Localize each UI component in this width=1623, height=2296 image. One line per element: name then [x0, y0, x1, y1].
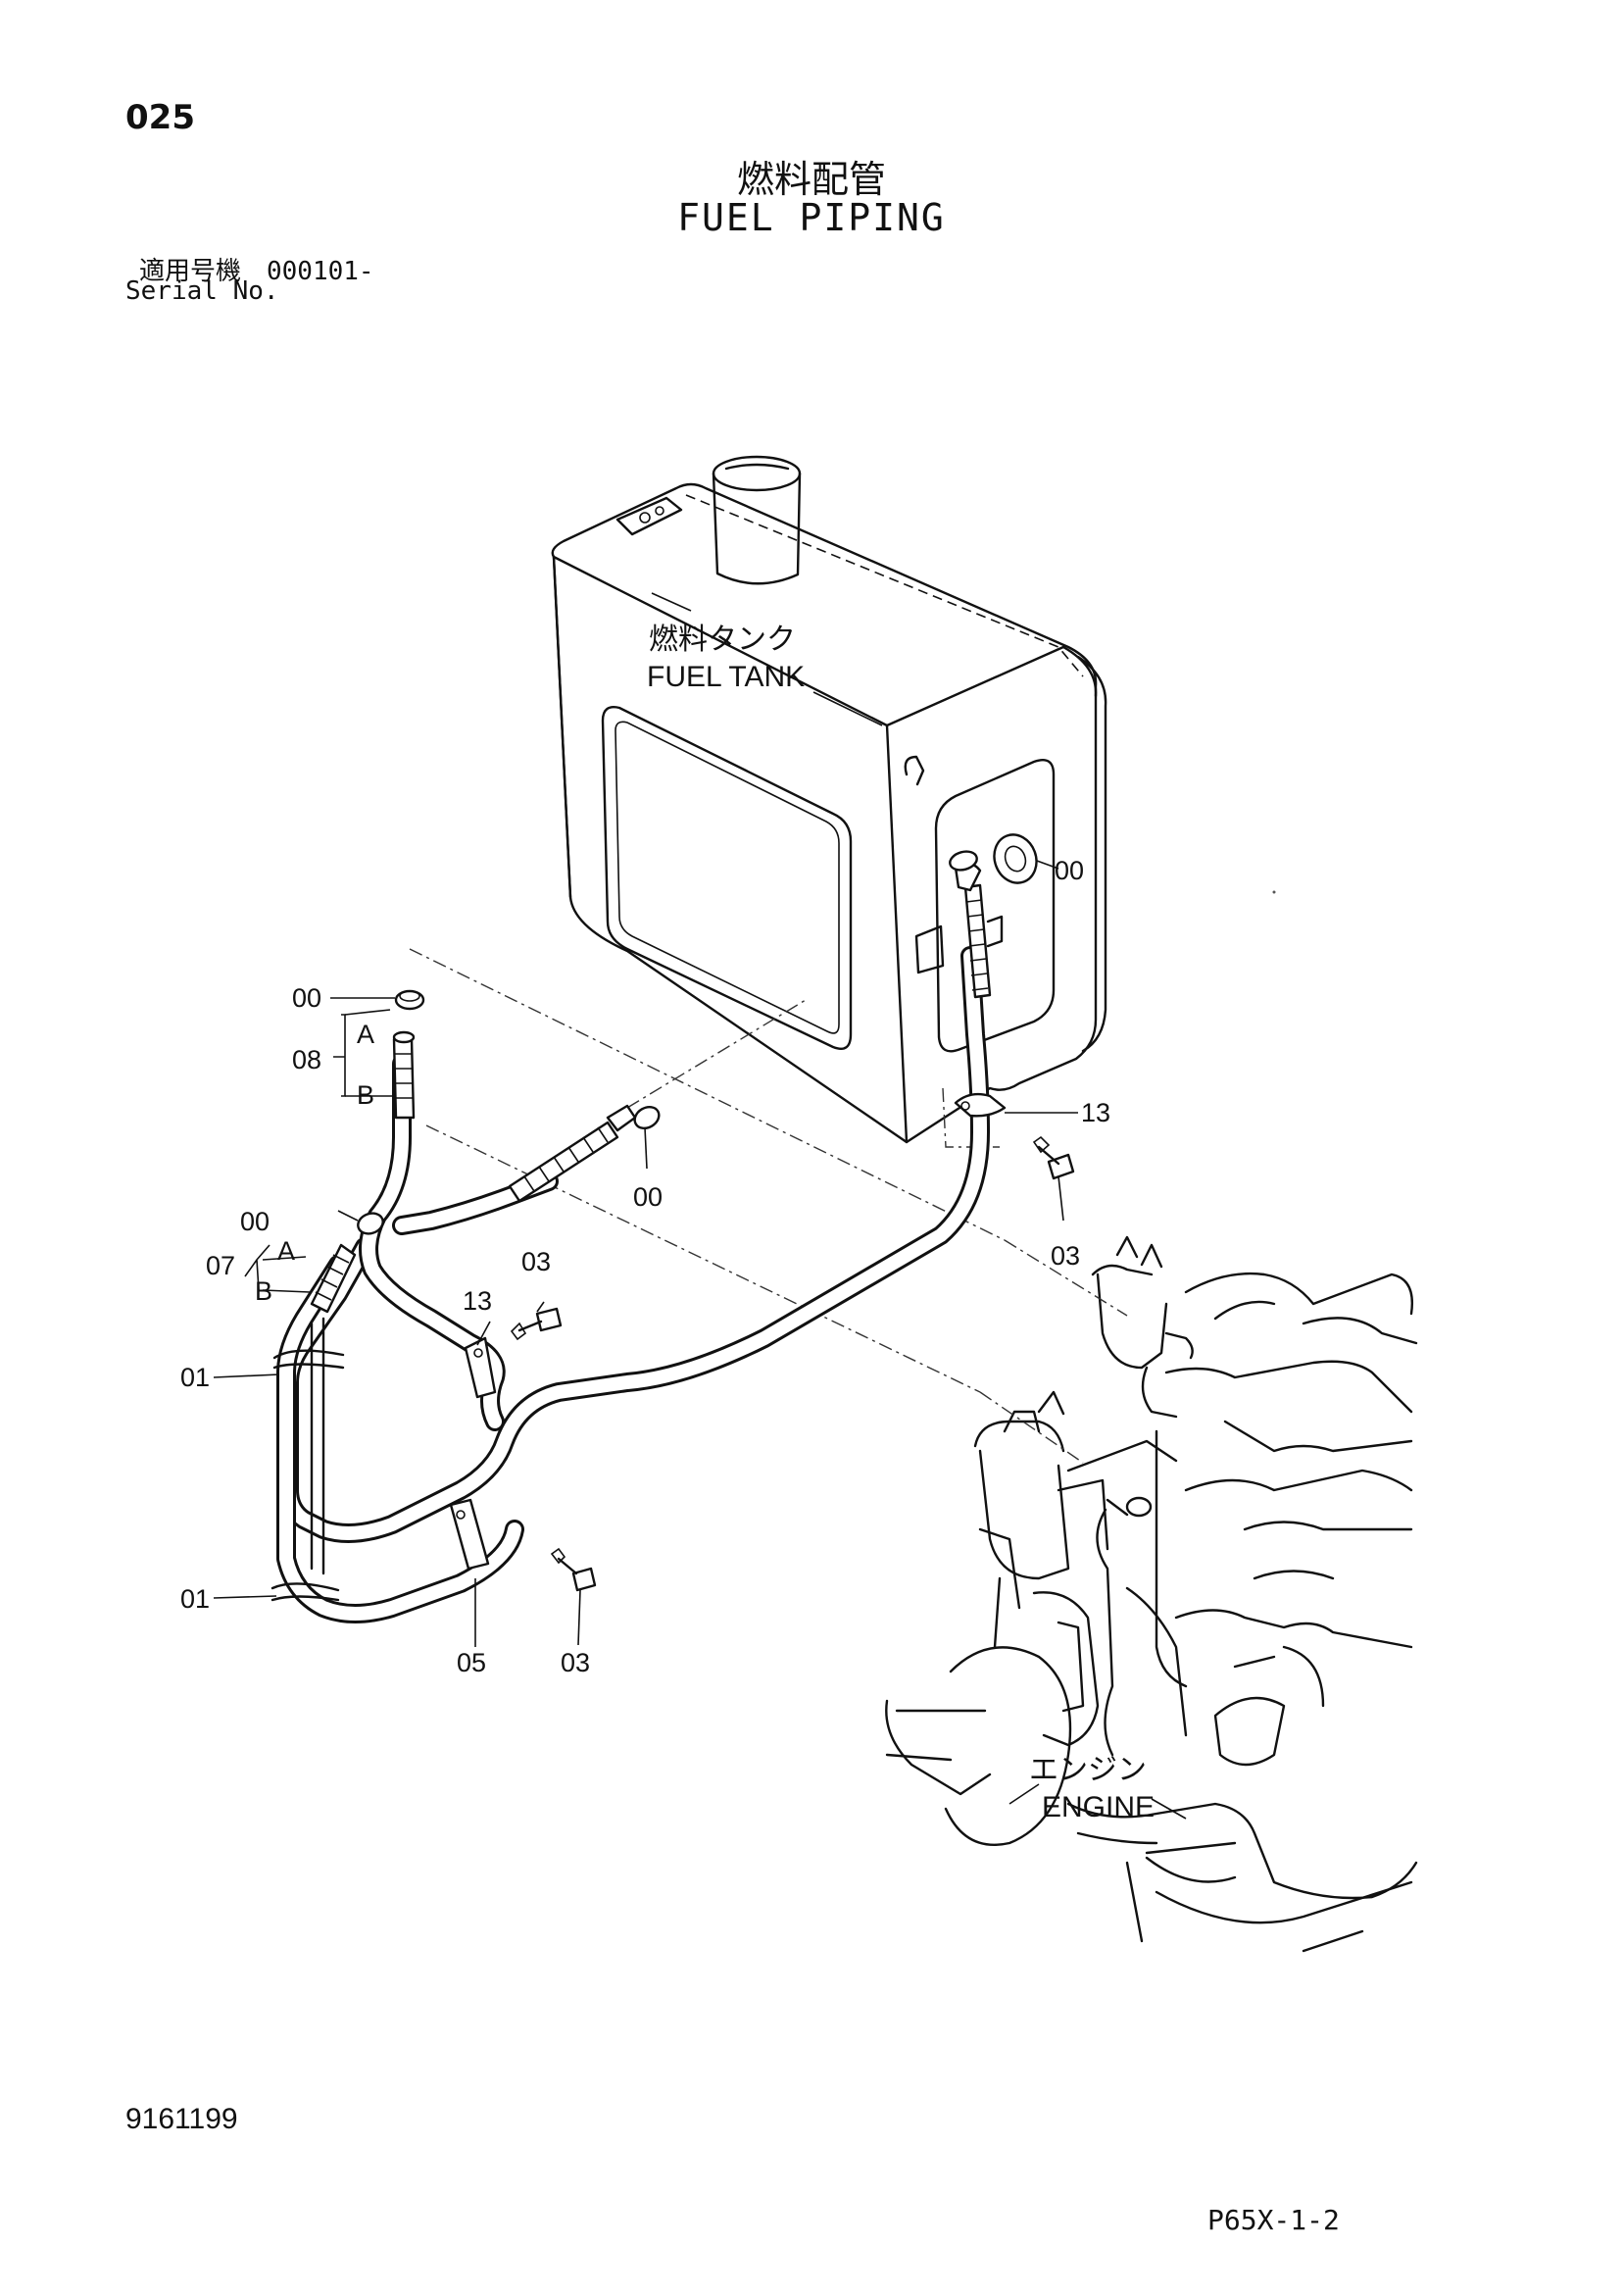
reference-code: P65X-1-2 [1207, 2204, 1340, 2236]
serial-label: Serial No. [125, 276, 279, 306]
callout-clamp-05: 05 [457, 1648, 486, 1677]
fuel-tank-label-japanese: 燃料タンク [649, 624, 796, 656]
callout-bolt-03-center: 03 [521, 1247, 551, 1276]
callout-hose-08-end-b: B [357, 1080, 374, 1110]
engine-drawing [885, 1235, 1418, 1953]
callout-hose-left-clip: 00 [240, 1207, 270, 1236]
page-number: 025 [125, 98, 195, 137]
callout-hose-07: 07 [206, 1251, 235, 1280]
callout-tank-fitting: 00 [1055, 856, 1084, 885]
callout-band-01-lower: 01 [180, 1584, 210, 1614]
callout-hose-07-end-b: B [255, 1276, 272, 1306]
callout-leaders [213, 860, 1078, 1647]
callout-hose-08-end-a: A [357, 1020, 374, 1049]
phantom-lines [409, 948, 1128, 1464]
callout-bolt-03-bottom: 03 [561, 1648, 590, 1677]
hose-clips [357, 850, 978, 1235]
page-title: FUEL PIPING [677, 196, 946, 239]
fuel-tank-drawing [551, 455, 1107, 1144]
stray-dot [1272, 890, 1276, 894]
callout-clamp-13-right: 13 [1081, 1098, 1110, 1127]
hose-sleeves [310, 862, 992, 1314]
document-number: 9161199 [125, 2103, 238, 2135]
callout-band-01-upper: 01 [180, 1363, 210, 1392]
fuel-hoses [276, 946, 990, 1623]
clamps [270, 1092, 1007, 1602]
engine-label: ENGINE [1042, 1791, 1155, 1823]
engine-label-japanese: エンジン [1029, 1754, 1147, 1786]
fuel-tank-label: FUEL TANK [647, 661, 805, 693]
bolts [510, 1135, 1075, 1592]
callout-hose-07-end-a: A [277, 1236, 295, 1266]
callout-hose-top-clip: 00 [292, 983, 321, 1013]
callout-bolt-03-right: 03 [1051, 1241, 1080, 1271]
serial-label-japanese: 適用号機 000101- [139, 257, 374, 286]
callout-hose-mid-clip: 00 [633, 1182, 663, 1212]
callout-hose-08: 08 [292, 1045, 321, 1074]
callout-clamp-13-center: 13 [463, 1286, 492, 1316]
page-title-japanese: 燃料配管 [736, 158, 886, 201]
